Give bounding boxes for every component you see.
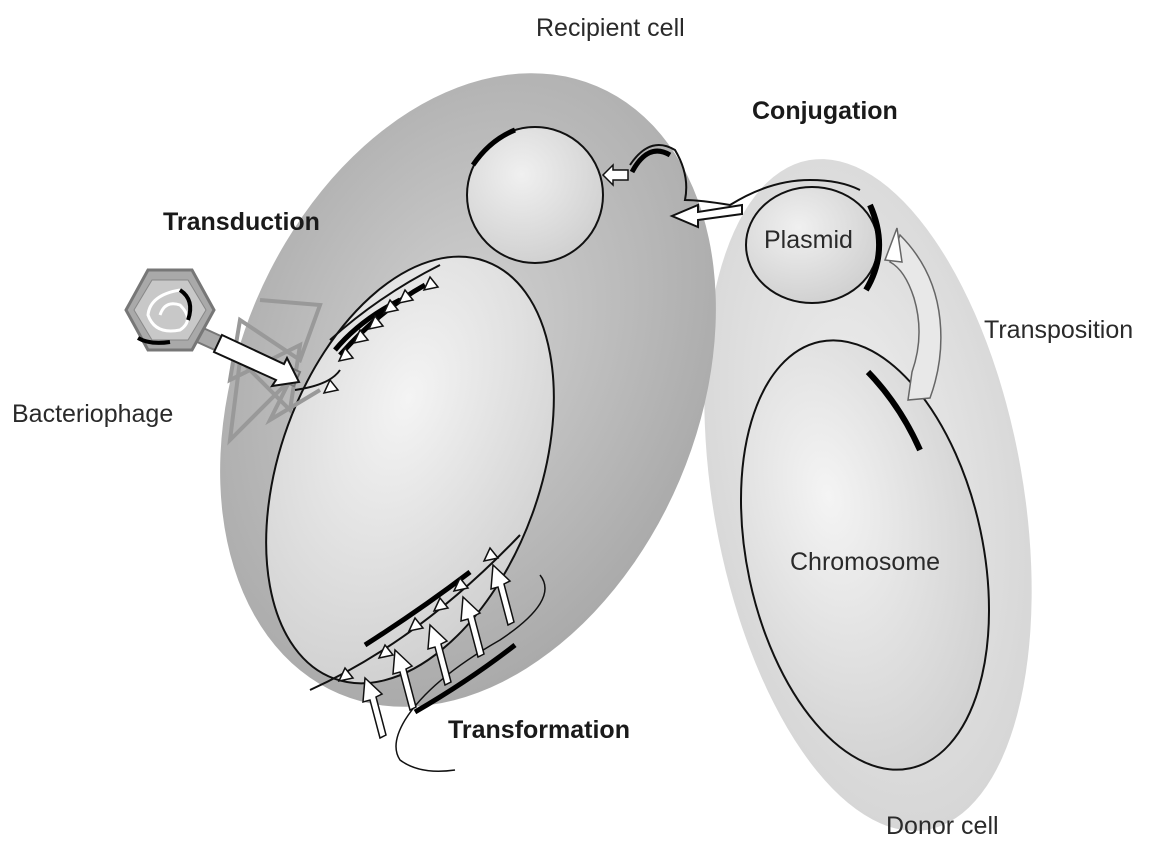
bacteriophage-label: Bacteriophage xyxy=(12,400,173,429)
plasmid-label: Plasmid xyxy=(764,226,853,255)
transformation-label: Transformation xyxy=(448,716,630,745)
transposition-label: Transposition xyxy=(984,316,1133,345)
donor-cell xyxy=(656,133,1079,842)
conjugation-label: Conjugation xyxy=(752,97,898,126)
chromosome-label: Chromosome xyxy=(790,548,940,577)
transduction-label: Transduction xyxy=(163,208,320,237)
recipient-cell xyxy=(127,0,808,784)
recipient-cell-label: Recipient cell xyxy=(536,14,685,43)
donor-cell-label: Donor cell xyxy=(886,812,999,841)
